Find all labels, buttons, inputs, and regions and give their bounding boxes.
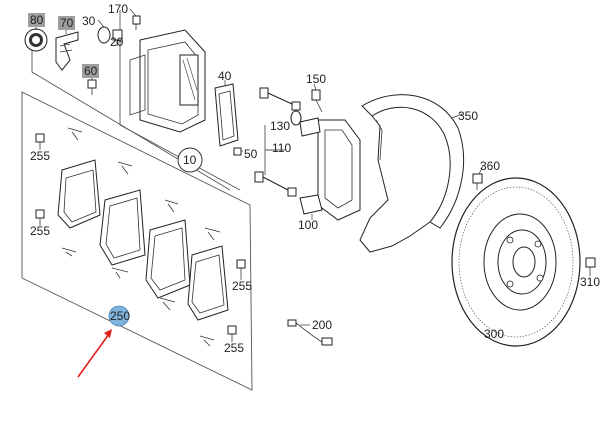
label-60[interactable]: 60 [84, 64, 98, 78]
label-250[interactable]: 250 [110, 309, 130, 323]
bolt-360[interactable] [472, 173, 483, 190]
label-200[interactable]: 200 [312, 318, 332, 332]
label-255-a[interactable]: 255 [30, 149, 50, 163]
sensor-ring[interactable] [24, 28, 48, 52]
label-70-bg [58, 16, 75, 30]
guide-pin-upper[interactable] [259, 87, 301, 111]
label-80[interactable]: 80 [30, 13, 44, 27]
label-60-bg [82, 64, 99, 78]
label-350[interactable]: 350 [458, 109, 478, 123]
pointer-arrow [77, 329, 112, 378]
label-360[interactable]: 360 [480, 159, 500, 173]
label-150[interactable]: 150 [306, 72, 326, 86]
label-70[interactable]: 70 [60, 16, 74, 30]
label-250-highlight [108, 305, 130, 327]
pad-40[interactable] [214, 83, 239, 147]
label-10-circle [177, 147, 203, 173]
bolt-150[interactable] [311, 89, 323, 113]
label-310[interactable]: 310 [580, 275, 600, 289]
leader-lines [35, 8, 591, 342]
label-50[interactable]: 50 [244, 147, 258, 161]
brake-pad-4[interactable] [187, 245, 229, 321]
brake-disc[interactable] [451, 177, 581, 347]
bolt-255-a[interactable] [35, 133, 45, 148]
label-255-b[interactable]: 255 [30, 224, 50, 238]
caliper-kit-outline-top [119, 10, 241, 191]
pad-clips [61, 127, 221, 347]
label-110[interactable]: 110 [272, 141, 291, 155]
label-255-c[interactable]: 255 [232, 279, 252, 293]
wear-sensor[interactable] [287, 319, 333, 346]
brake-pad-2[interactable] [99, 189, 146, 266]
label-10[interactable]: 10 [183, 153, 197, 167]
label-170[interactable]: 170 [108, 2, 128, 16]
bolt-60[interactable] [87, 79, 97, 95]
pad-kit-outline [21, 91, 253, 391]
label-255-d[interactable]: 255 [224, 341, 244, 355]
bushing-130[interactable] [290, 110, 302, 126]
caliper-carrier[interactable] [299, 117, 361, 221]
guide-pin-lower[interactable] [254, 171, 297, 197]
brake-caliper[interactable] [129, 29, 206, 133]
label-40[interactable]: 40 [218, 69, 232, 83]
label-300[interactable]: 300 [484, 327, 504, 341]
pad-retaining-spring[interactable] [55, 31, 79, 71]
dust-cap[interactable] [97, 26, 111, 44]
bleed-screw-170[interactable] [132, 15, 141, 30]
brake-pad-1[interactable] [57, 159, 101, 229]
label-20[interactable]: 20 [110, 35, 124, 49]
dust-shield[interactable] [359, 94, 464, 253]
screw-310[interactable] [585, 257, 596, 273]
bolt-255-b[interactable] [35, 209, 45, 224]
bolt-255-d[interactable] [227, 325, 237, 340]
label-30[interactable]: 30 [82, 14, 96, 28]
bolt-50[interactable] [233, 147, 242, 156]
bracket-110-lines [264, 125, 285, 175]
label-80-bg [28, 13, 45, 27]
bolt-255-c[interactable] [236, 259, 246, 274]
label-100[interactable]: 100 [298, 218, 318, 232]
brake-pad-3[interactable] [145, 219, 191, 299]
label-130[interactable]: 130 [270, 119, 290, 133]
